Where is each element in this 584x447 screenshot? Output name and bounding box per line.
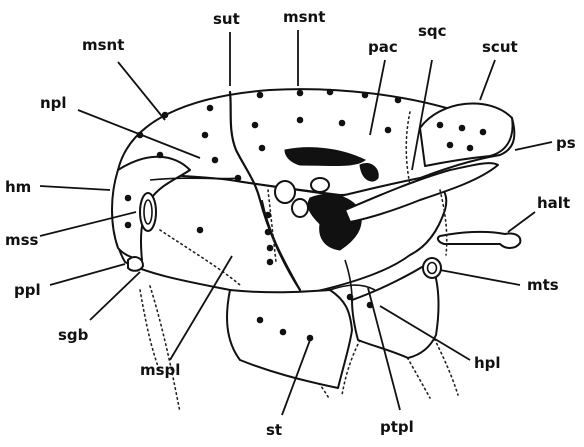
label-mts: mts (527, 276, 559, 294)
label-mss: mss (5, 231, 39, 249)
haltere-stalk (438, 232, 520, 248)
pointer-mts (440, 270, 520, 285)
label-pac: pac (368, 38, 398, 56)
pleural-ring-2 (292, 199, 308, 217)
label-hpl: hpl (474, 354, 501, 372)
leg-base-outline-left-2 (140, 290, 160, 372)
label-ppl: ppl (14, 281, 41, 299)
pointer-hm (40, 186, 110, 190)
propleuron-bulb (128, 257, 143, 271)
pointer-sgb (90, 272, 140, 320)
pleural-ring-3 (311, 178, 329, 192)
leg-base-outline-left (150, 286, 180, 412)
pleural-ring-1 (275, 181, 295, 203)
label-scut: scut (482, 38, 518, 56)
label-sut: sut (213, 10, 240, 28)
label-hm: hm (5, 178, 31, 196)
label-sgb: sgb (58, 326, 89, 344)
pointer-halt (508, 212, 535, 232)
pointer-ppl (50, 264, 125, 285)
label-npl: npl (40, 94, 67, 112)
label-ptpl: ptpl (380, 418, 414, 436)
label-sqc: sqc (418, 22, 447, 40)
label-msnt-left: msnt (82, 36, 124, 54)
label-halt: halt (537, 194, 570, 212)
mesothoracic-spiracle (140, 193, 156, 231)
pointer-msnt-left (118, 62, 165, 120)
metathoracic-spiracle (423, 258, 441, 278)
label-st: st (266, 421, 282, 439)
label-msnt-top: msnt (283, 8, 325, 26)
label-ps: ps (556, 134, 576, 152)
pointer-ps (515, 142, 552, 150)
sternopleuron-plate (227, 290, 352, 388)
pointer-scut (480, 60, 495, 100)
label-mspl: mspl (140, 361, 180, 379)
